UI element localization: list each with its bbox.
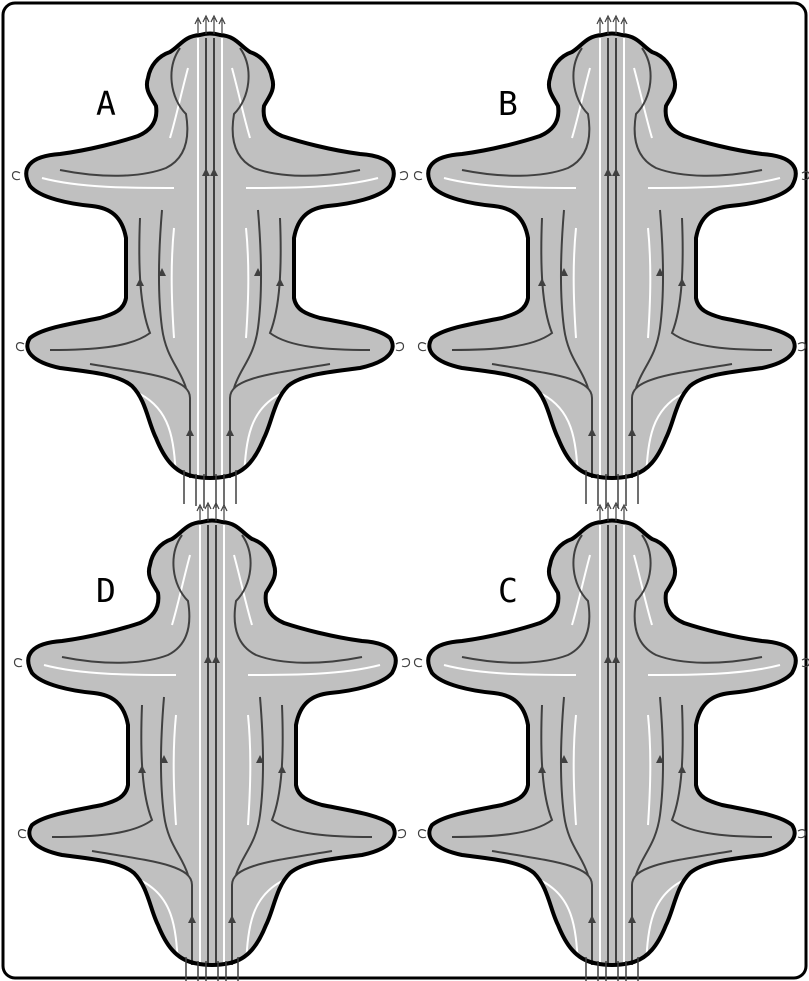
panel-b xyxy=(415,16,809,508)
panel-d xyxy=(15,503,410,981)
panel-label-a: A xyxy=(96,84,116,123)
panel-label-c: C xyxy=(498,571,518,610)
panel-a xyxy=(13,16,408,508)
panel-label-b: B xyxy=(498,84,518,123)
panel-label-d: D xyxy=(96,571,116,610)
panel-c xyxy=(415,503,809,981)
